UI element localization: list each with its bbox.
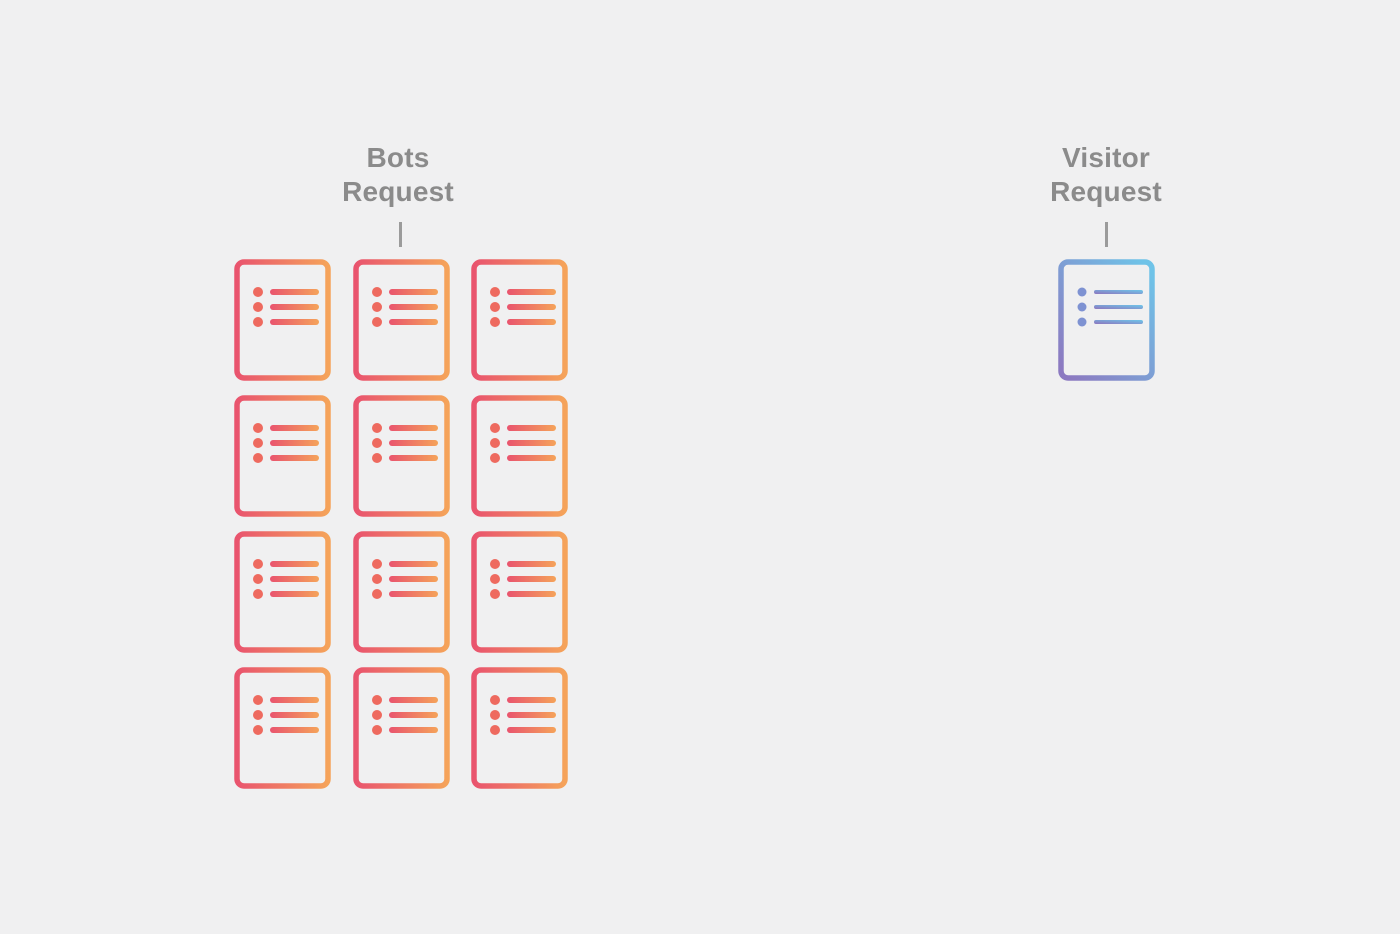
- document-list-icon: [352, 667, 450, 789]
- visitor-document: [1058, 259, 1155, 381]
- document-list-icon: [352, 395, 450, 517]
- document-list-icon: [352, 259, 450, 381]
- visitor-request-label: Visitor Request: [956, 141, 1256, 209]
- bots-connector-line: [399, 222, 402, 247]
- document-list-icon: [234, 531, 331, 653]
- document-list-icon: [471, 395, 568, 517]
- visitor-connector-line: [1105, 222, 1108, 247]
- bots-document-grid: [234, 259, 568, 789]
- document-list-icon: [234, 259, 331, 381]
- document-list-icon: [471, 531, 568, 653]
- document-list-icon: [471, 259, 568, 381]
- visitor-label-line1: Visitor: [1061, 142, 1151, 173]
- document-list-icon: [234, 395, 331, 517]
- document-list-icon: [1058, 259, 1155, 381]
- document-list-icon: [471, 667, 568, 789]
- visitor-label-line2: Request: [1050, 176, 1162, 207]
- document-list-icon: [352, 531, 450, 653]
- bots-label-line2: Request: [342, 176, 454, 207]
- bots-request-label: Bots Request: [248, 141, 548, 209]
- bots-label-line1: Bots: [366, 142, 430, 173]
- document-list-icon: [234, 667, 331, 789]
